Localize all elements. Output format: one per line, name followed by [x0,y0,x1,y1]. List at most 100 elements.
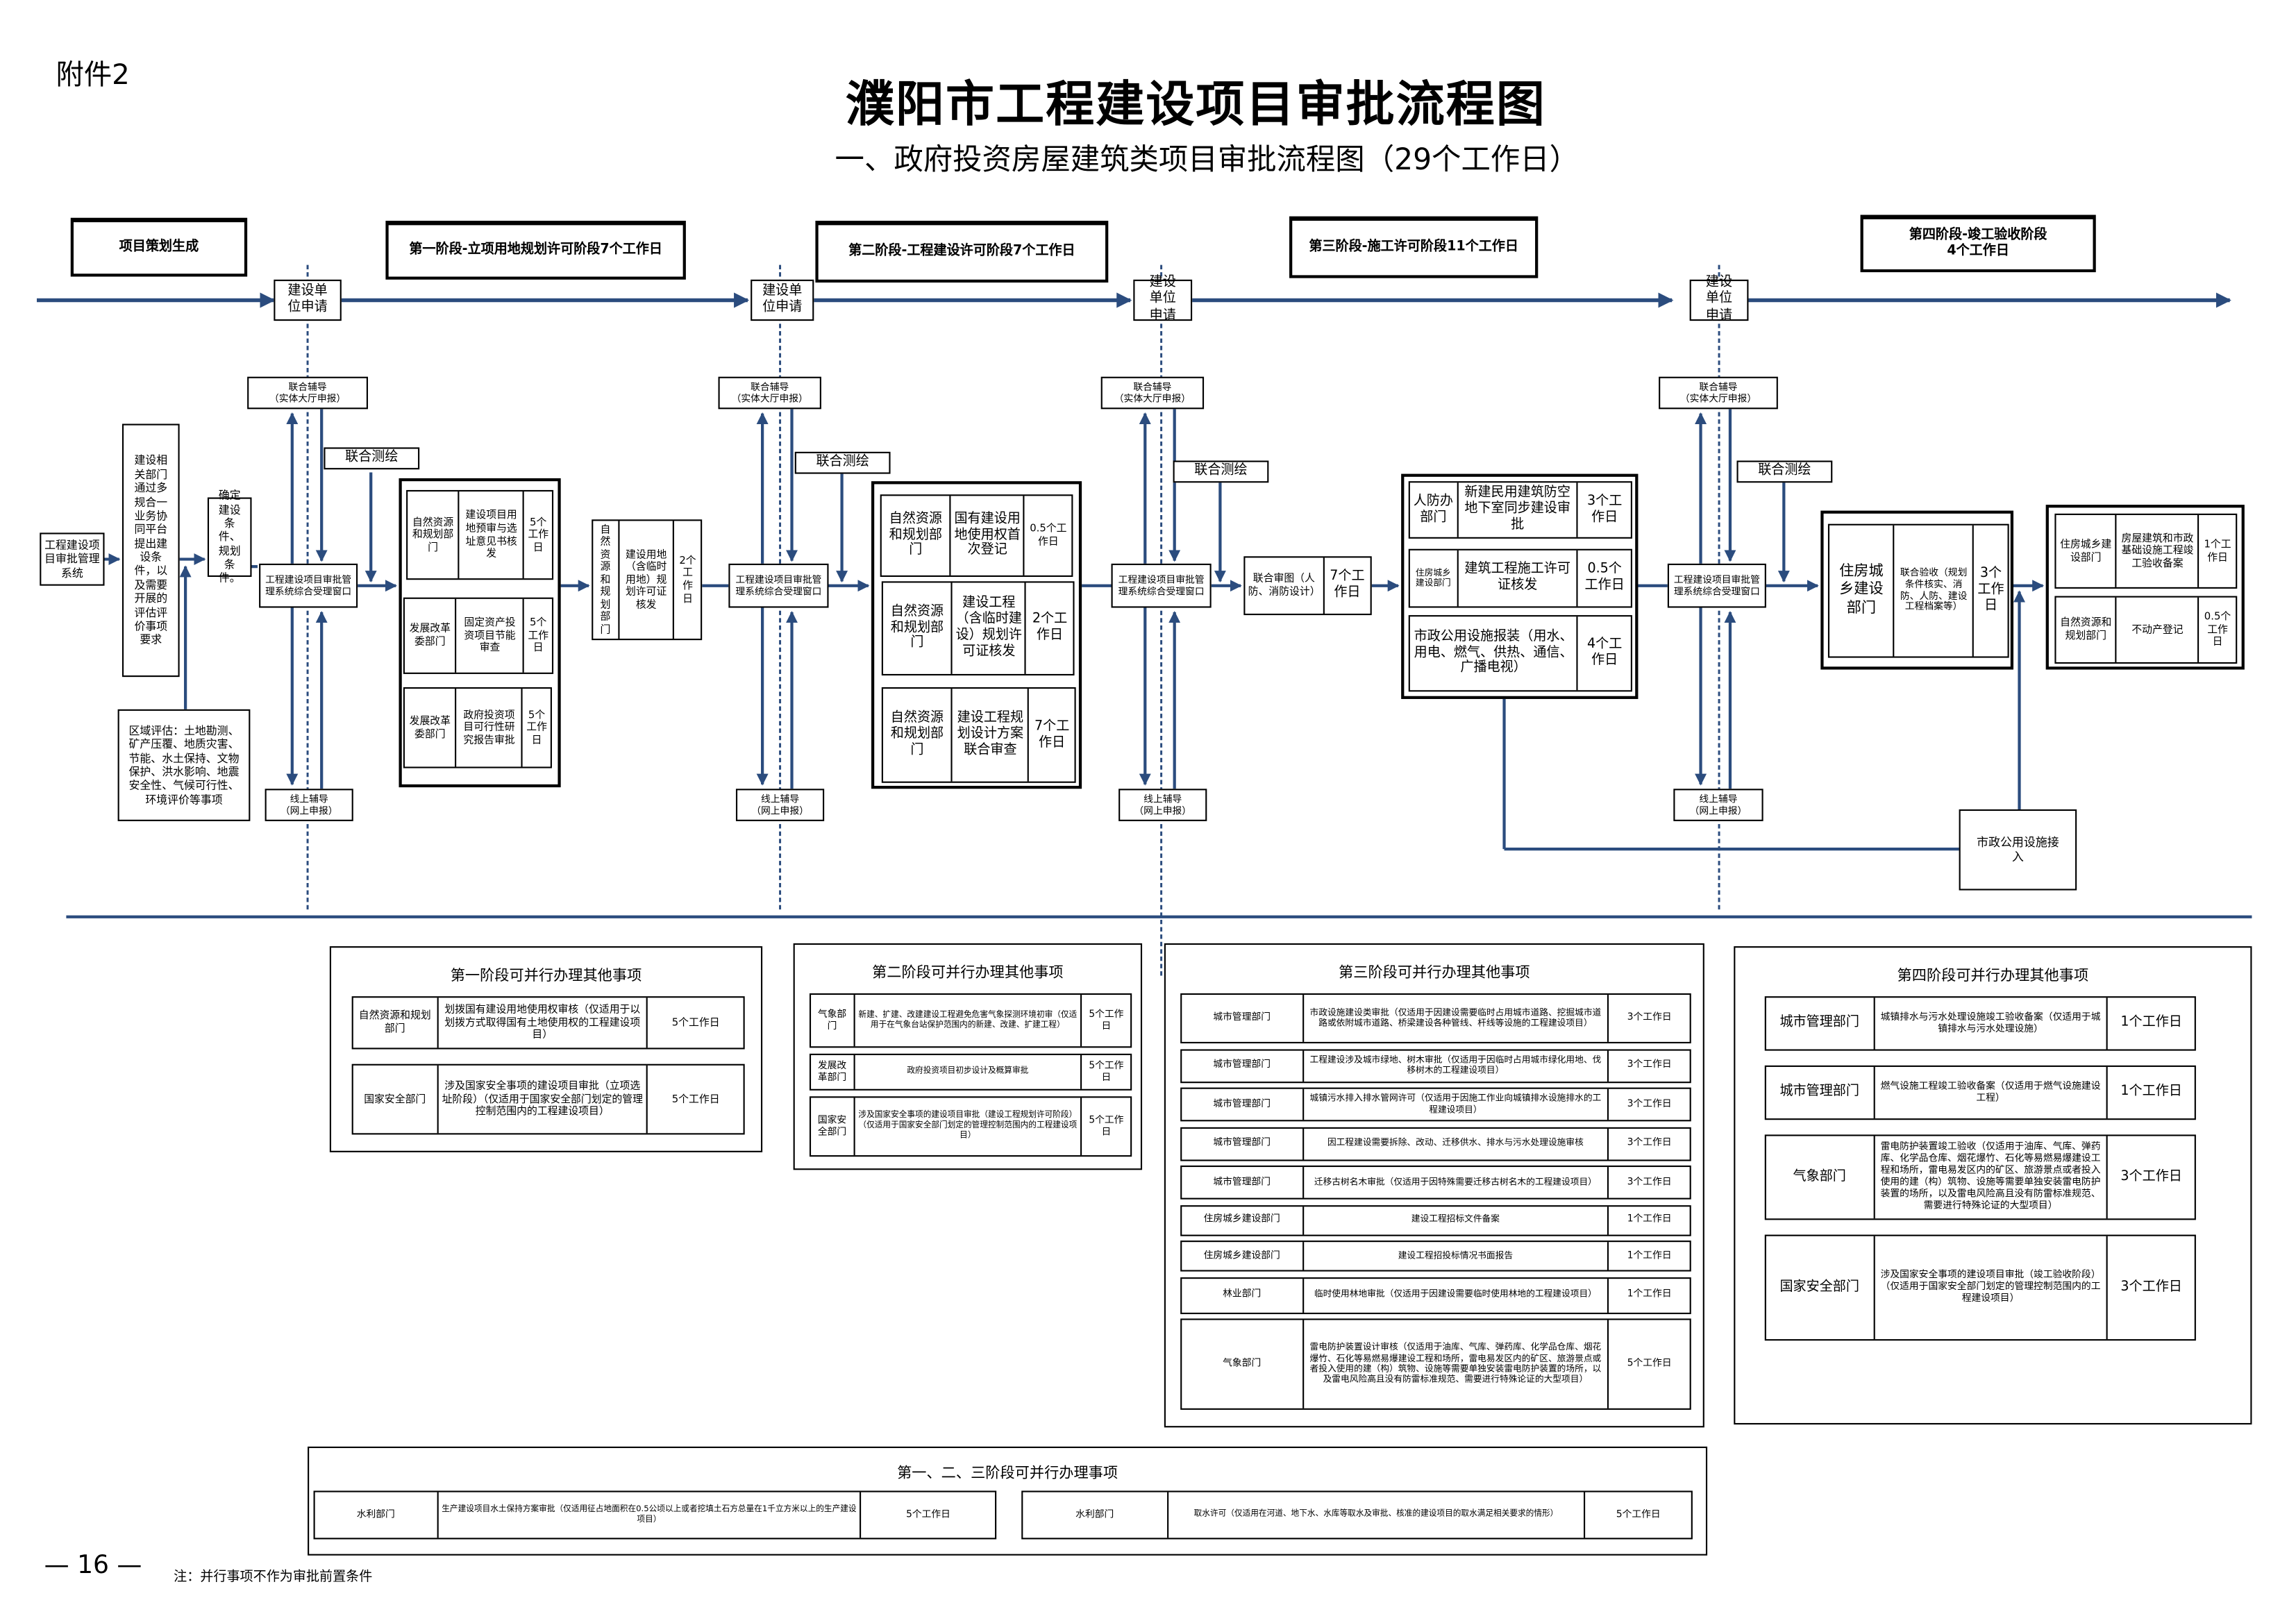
online-guidance-sub: （网上申报） [1134,805,1192,817]
department-cell: 发展改革部门 [811,1054,855,1089]
duration-cell: 3个工作日 [2120,1169,2182,1184]
table-row: 国家安全部门涉及国家安全事项的建设项目审批（竣工验收阶段）（仅适用于国家安全部门… [1764,1234,2196,1341]
parallel-table-title: 第四阶段可并行办理其他事项 [1897,968,2089,985]
acceptance-window-box: 工程建设项目审批管理系统综合受理窗口 [1111,563,1212,608]
item-cell: 联合审图（人防、消防设计） [1245,557,1325,614]
item-cell: 联合验收（规划条件核实、消防、人防、建设工程档案等） [1895,525,1975,657]
online-guidance-sub: （网上申报） [280,805,338,817]
duration-cell: 7个工作日 [1034,718,1070,750]
table-row: 城市管理部门工程建设涉及城市绿地、树木审批（仅适用于因临时占用城市绿化用地、伐移… [1180,1048,1691,1083]
item-cell: 涉及国家安全事项的建设项目审批（立项选址阶段）（仅适用于国家安全部门划定的管理控… [438,1065,648,1134]
duration-cell: 5个工作日 [528,516,549,553]
footer-note: 注：并行事项不作为审批前置条件 [174,1570,373,1586]
joint-survey-box: 联合测绘 [1736,460,1833,483]
joint-guidance-box: 联合辅导（实体大厅申报） [247,376,368,410]
table-row: 国家安全部门涉及国家安全事项的建设项目审批（建设工程规划许可阶段）（仅适用于国家… [809,1096,1132,1157]
regional-assessment-box: 区域评估：土地勘测、矿产压覆、地质灾害、节能、水土保持、文物保护、洪水影响、地震… [117,709,251,821]
item-cell: 固定资产投资项目节能审查 [457,598,525,673]
item-cell: 划拨国有建设用地使用权审核（仅适用于以划拨方式取得国有土地使用权的工程建设项目） [438,998,648,1048]
table-row: 国家安全部门涉及国家安全事项的建设项目审批（立项选址阶段）（仅适用于国家安全部门… [351,1063,745,1135]
item-cell: 涉及国家安全事项的建设项目审批（竣工验收阶段）（仅适用于国家安全部门划定的管理控… [1875,1236,2109,1340]
joint-guidance-sub: （实体大厅申报） [269,393,346,405]
item-cell: 不动产登记 [2117,597,2199,662]
stage-item-group [399,478,561,788]
item-cell: 市政设施建设类审批（仅适用于因建设需要临时占用城市道路、挖掘城市道路或依附城市道… [1303,995,1609,1042]
applicant-box: 建设单位申请 [1689,276,1749,323]
online-guidance-label: 线上辅导 [1143,793,1182,805]
item-cell: 建设工程招投标情况书面报告 [1303,1242,1609,1270]
table-row: 城市管理部门城镇排水与污水处理设施竣工验收备案（仅适用于城镇排水与污水处理设施）… [1764,996,2196,1051]
online-guidance-box: 线上辅导（网上申报） [265,789,353,821]
department-cell: 自然资源和规划部门 [2056,597,2118,662]
departments-submit-box: 建设相关部门通过多规合一业务协同平台提出建设条件，以及需要开展的评估评价事项要求 [121,423,180,678]
table-row: 气象部门雷电防护装置设计审核（仅适用于油库、气库、弹药库、化学品仓库、烟花爆竹、… [1180,1318,1691,1410]
attachment-label: 附件2 [56,58,130,92]
joint-guidance-sub: （实体大厅申报） [1679,393,1757,405]
duration-cell: 4个工作日 [1587,637,1623,668]
duration-cell: 5个工作日 [526,709,547,746]
table-row: 城市管理部门迁移古树名木审批（仅适用于因特殊需要迁移古树名木的工程建设项目）3个… [1180,1165,1691,1200]
item-cell: 迁移古树名木审批（仅适用于因特殊需要迁移古树名木的工程建设项目） [1303,1167,1609,1198]
department-cell: 城市管理部门 [1182,1050,1304,1082]
table-row: 林业部门临时使用林地审批（仅适用于因建设需要临时使用林地的工程建设项目）1个工作… [1180,1277,1691,1314]
online-guidance-sub: （网上申报） [751,805,809,817]
item-cell: 房屋建筑和市政基础设施工程竣工验收备案 [2117,514,2199,587]
duration-cell: 3个工作日 [2120,1279,2182,1295]
online-guidance-box: 线上辅导（网上申报） [1673,789,1763,821]
phase-1-header: 第一阶段-立项用地规划许可阶段7个工作日 [385,220,686,280]
department-cell: 国家安全部门 [1766,1236,1875,1340]
online-guidance-box: 线上辅导（网上申报） [1118,789,1207,821]
approval-item-block: 市政公用设施报装（用水、用电、燃气、供热、通信、广播电视）4个工作日 [1408,615,1632,692]
department-cell: 自然资源和规划部门 [882,496,952,575]
phase-2-header: 第二阶段-工程建设许可阶段7个工作日 [815,220,1109,283]
duration-cell: 3个工作日 [1627,1097,1672,1109]
page-number: — 16 — [44,1551,142,1581]
phase-4-header: 第四阶段-竣工验收阶段4个工作日 [1860,215,2096,273]
duration-cell: 0.5个工作日 [1584,562,1625,594]
item-cell: 临时使用林地审批（仅适用于因建设需要临时使用林地的工程建设项目） [1303,1278,1609,1312]
item-cell: 建设工程（含临时建设）规划许可证核发 [953,582,1027,674]
duration-cell: 0.5个工作日 [1030,523,1067,548]
item-cell: 燃气设施工程竣工验收备案（仅适用于燃气设施建设工程） [1875,1066,2109,1119]
duration-cell: 5个工作日 [906,1507,950,1520]
item-cell: 涉及国家安全事项的建设项目审批（建设工程规划许可阶段）（仅适用于国家安全部门划定… [855,1098,1082,1156]
acceptance-window-box: 工程建设项目审批管理系统综合受理窗口 [259,563,358,608]
department-cell: 住房城乡建设部门 [1182,1242,1304,1270]
parallel-table-stage3: 第三阶段可并行办理其他事项城市管理部门市政设施建设类审批（仅适用于因建设需要临时… [1164,943,1704,1428]
municipal-access-box: 市政公用设施接入 [1959,809,2077,891]
phase-3-header: 第三阶段-施工许可阶段11个工作日 [1289,216,1539,278]
duration-cell: 1个工作日 [2120,1015,2182,1030]
joint-guidance-label: 联合辅导 [751,380,789,393]
duration-cell: 5个工作日 [1089,1059,1124,1083]
duration-cell: 5个工作日 [671,1016,720,1029]
parallel-table-title: 第一、二、三阶段可并行办理事项 [897,1465,1118,1482]
joint-survey-box: 联合测绘 [324,447,420,470]
department-cell: 住房城乡建设部门 [1182,1206,1304,1234]
online-guidance-sub: （网上申报） [1689,805,1748,817]
joint-guidance-sub: （实体大厅申报） [1114,393,1191,405]
duration-cell: 1个工作日 [2120,1084,2182,1100]
item-cell: 城镇排水与污水处理设施竣工验收备案（仅适用于城镇排水与污水处理设施） [1875,998,2109,1050]
approval-item-block: 联合审图（人防、消防设计）7个工作日 [1243,556,1372,616]
table-row: 水利部门生产建设项目水土保持方案审批（仅适用征占地面积在0.5公顷以上或者挖填土… [313,1490,997,1540]
department-cell: 国家安全部门 [811,1098,855,1156]
department-cell: 城市管理部门 [1182,1167,1304,1198]
parallel-table-stage4: 第四阶段可并行办理其他事项城市管理部门城镇排水与污水处理设施竣工验收备案（仅适用… [1734,946,2252,1425]
item-cell: 雷电防护装置竣工验收（仅适用于油库、气库、弹药库、化学品仓库、烟花爆竹、石化等易… [1875,1136,2109,1219]
joint-guidance-box: 联合辅导（实体大厅申报） [1659,376,1778,410]
department-cell: 城市管理部门 [1766,1066,1875,1119]
joint-guidance-sub: （实体大厅申报） [731,393,808,405]
department-cell: 自然资源和规划部门 [408,491,460,579]
online-guidance-label: 线上辅导 [1699,793,1738,805]
duration-cell: 2个工作日 [1032,612,1068,644]
joint-guidance-box: 联合辅导（实体大厅申报） [1100,376,1205,410]
